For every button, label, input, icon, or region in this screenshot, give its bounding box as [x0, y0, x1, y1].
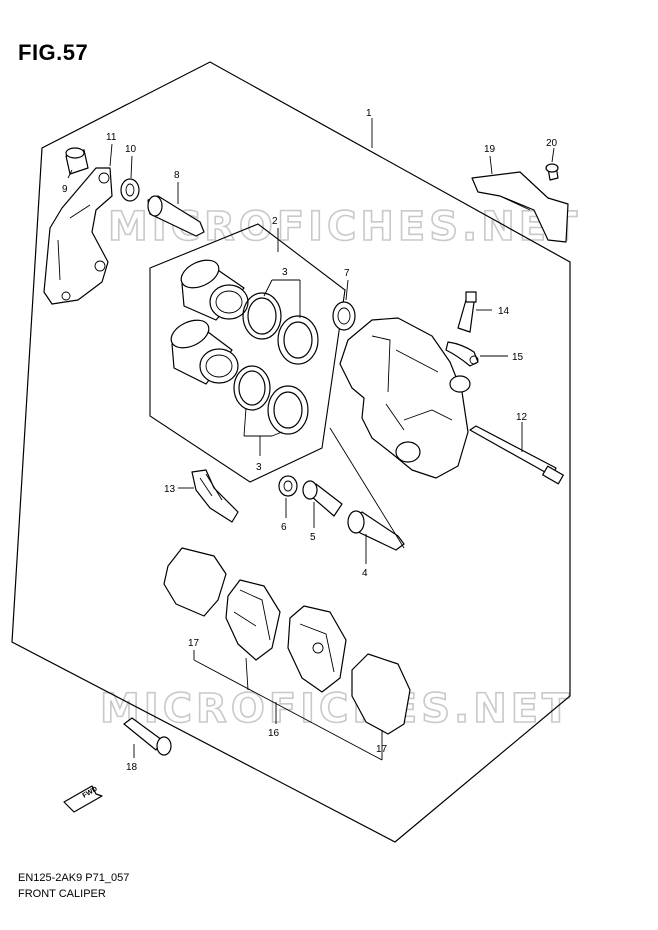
seal-upper-left-inner: [247, 297, 277, 335]
callout-18: 18: [126, 762, 138, 773]
callout-12: 12: [516, 412, 528, 423]
callout-13: 13: [164, 484, 176, 495]
bracket-hole-upper: [98, 172, 110, 184]
callout-14: 14: [498, 306, 510, 317]
callout-6: 6: [281, 522, 287, 533]
callout-15: 15: [512, 352, 524, 363]
fwd-arrow: [63, 785, 103, 813]
callout-8: 8: [174, 170, 180, 181]
piston-subframe: [149, 223, 346, 483]
washer-hole: [283, 480, 293, 492]
caliper-bolt-head: [302, 480, 318, 500]
pad-spring-lines: [199, 473, 223, 501]
seal-upper-right: [277, 315, 319, 365]
brake-pad-backing-right: [351, 653, 411, 735]
piston-lower: [170, 319, 239, 385]
brake-pad-right-hole: [312, 642, 324, 654]
caliper-bleed-boss: [395, 441, 421, 463]
callout-17-right: 17: [376, 744, 388, 755]
callout-20: 20: [546, 138, 558, 149]
slide-rod: [469, 425, 557, 477]
caliper-body-details: [371, 335, 453, 431]
bracket: [43, 167, 113, 305]
washer-bleed-hole: [469, 355, 479, 365]
bleeder-valve-hex: [465, 291, 477, 303]
callout-3-upper: 3: [282, 267, 288, 278]
seal-upper-right-inner: [283, 321, 313, 359]
brake-pad-left-lining: [233, 589, 271, 641]
bleeder-cap: [332, 301, 356, 331]
callout-9: 9: [62, 184, 68, 195]
caliper-body: [339, 317, 469, 479]
seal-lower-left: [233, 365, 271, 411]
callout-1: 1: [366, 108, 372, 119]
slide-rod-head: [542, 465, 564, 485]
figure-title: FIG.57: [18, 40, 89, 65]
caliper-pin-head: [347, 510, 365, 534]
leader-lines: [67, 118, 555, 761]
caliper-plate: [471, 171, 569, 243]
sleeve-top: [65, 147, 85, 159]
boot-inner: [125, 183, 135, 197]
plate-screw-head: [545, 163, 559, 173]
callout-7: 7: [344, 268, 350, 279]
bleeder-valve: [457, 299, 475, 333]
bracket-bolt-head: [156, 736, 172, 756]
slide-pin-head: [147, 195, 163, 217]
watermark-bottom: MICROFICHES.NET: [100, 686, 573, 732]
boot: [120, 178, 140, 202]
callout-11: 11: [106, 132, 117, 143]
brake-pad-left: [225, 579, 281, 661]
brake-pad-right-lining: [299, 623, 335, 673]
callout-17-left: 17: [188, 638, 200, 649]
callout-2: 2: [272, 216, 278, 227]
brake-pad-backing-left: [163, 547, 227, 617]
seal-lower-right-inner: [273, 391, 303, 429]
caliper-plate-crease: [499, 195, 531, 211]
figure-code: EN125-2AK9 P71_057: [18, 872, 130, 884]
figure-name: FRONT CALIPER: [18, 888, 106, 900]
callout-10: 10: [125, 144, 137, 155]
callout-19: 19: [484, 144, 496, 155]
callout-4: 4: [362, 568, 368, 579]
seal-lower-right: [267, 385, 309, 435]
bracket-hole-lower: [61, 291, 71, 301]
bleeder-cap-inner: [337, 307, 351, 325]
pad-spring: [191, 469, 239, 523]
seal-upper-left: [242, 292, 282, 340]
callout-3-lower: 3: [256, 462, 262, 473]
washer: [278, 475, 298, 497]
callout-5: 5: [310, 532, 316, 543]
bracket-edge-lines: [57, 204, 91, 281]
assembly-frame: [11, 61, 571, 843]
caliper-pin-boss: [449, 375, 471, 393]
piston-upper: [180, 259, 249, 321]
brake-pad-right: [287, 605, 347, 693]
callout-16: 16: [268, 728, 280, 739]
bracket-hole-middle: [94, 260, 106, 272]
seal-lower-left-inner: [238, 370, 266, 406]
